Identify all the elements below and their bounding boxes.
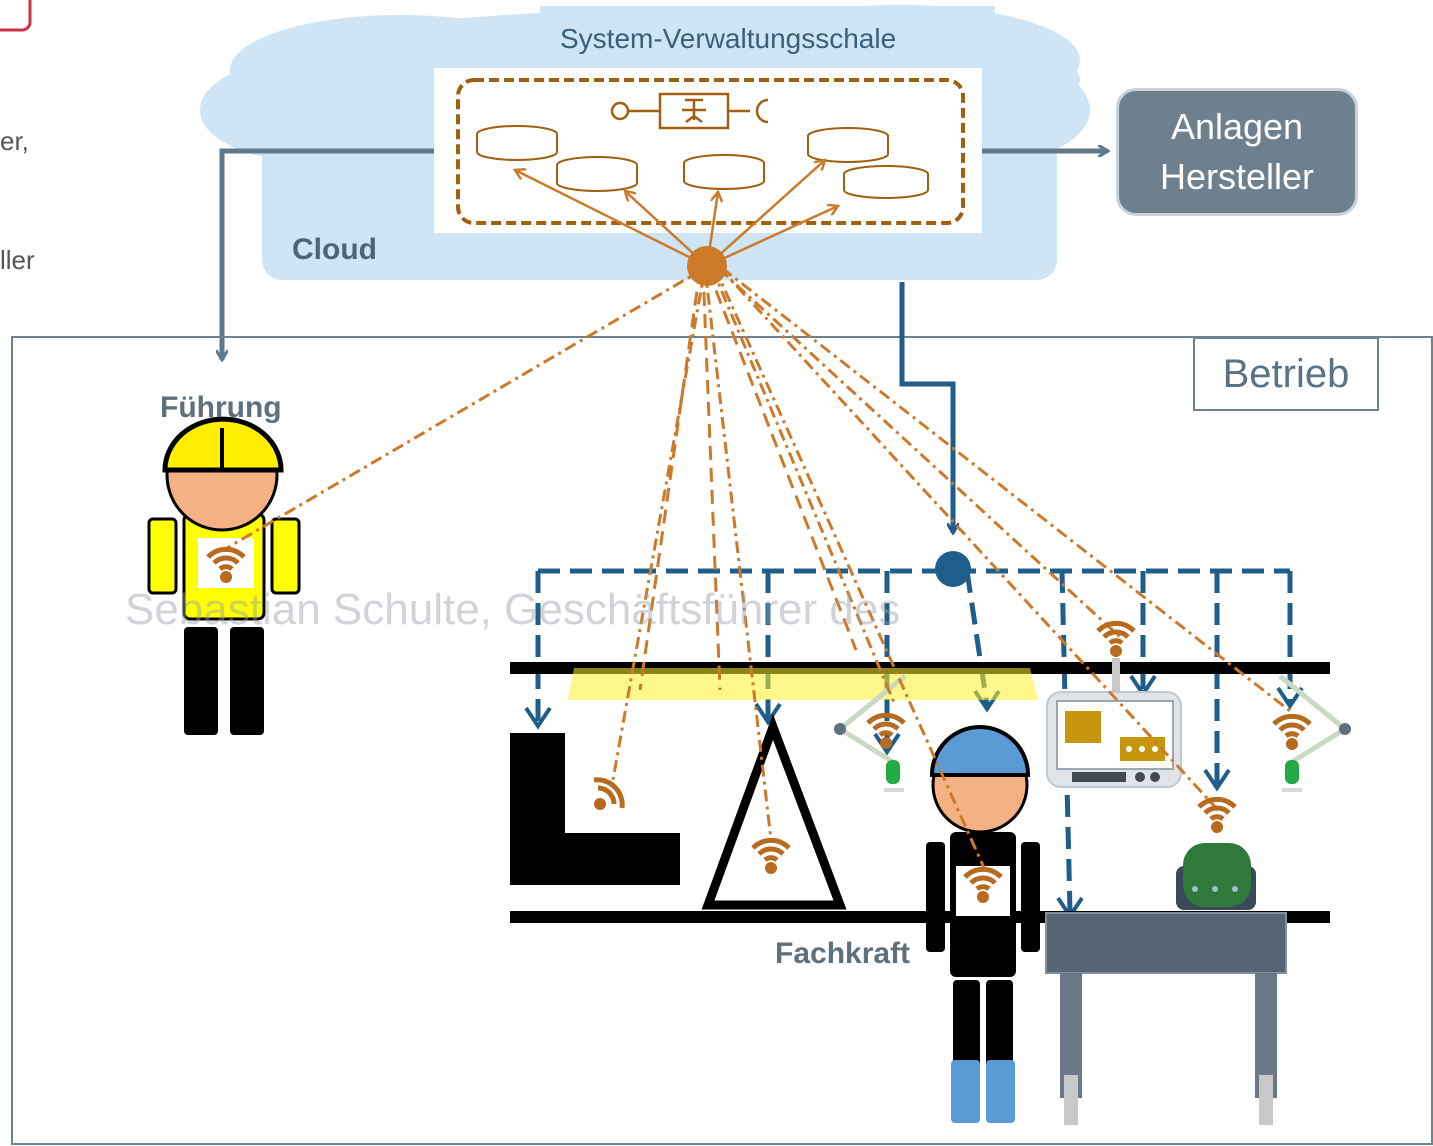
wifi-icon [1098,623,1134,657]
robot-arm-left [834,674,907,792]
admin-shell-title: System-Verwaltungsschale [560,23,897,54]
management-figure [147,416,301,735]
robot-arm-right [1278,674,1351,792]
bus-hub-node [935,551,971,587]
cloud-label: Cloud [292,233,377,266]
worker-figure [926,725,1040,1123]
wifi-icon [1274,716,1310,750]
controller-unit [1046,658,1182,788]
work-table [1045,912,1287,1125]
watermark-text: Sebastian Schulte, Geschäftsführer des [125,585,901,634]
triangle-part [701,714,847,910]
side-text-fragment: er, [0,126,29,156]
side-text-fragment: ller [0,245,35,275]
wifi-icon [1199,799,1235,833]
partial-frame-icon [0,0,32,32]
wifi-icon [753,840,789,874]
database-icon [476,125,929,199]
cloud-to-management-arrow [222,148,434,360]
plant-label: Betrieb [1193,337,1379,411]
manufacturer-label-line1: Anlagen [1170,106,1304,147]
manufacturer-box: Anlagen Hersteller [1116,88,1358,216]
bus-arrowheads [524,674,1304,920]
conveyor-highlight [568,668,1038,700]
cloud-to-bus-link [899,282,953,533]
wifi-icon [594,780,622,810]
worker-label: Fachkraft [775,937,911,970]
manufacturer-label-line2: Hersteller [1159,156,1315,197]
plant-frame [11,336,1433,1145]
cloud-hub-node [687,246,727,286]
component-icon [610,92,769,130]
l-bracket-part [510,733,680,885]
green-device [1176,843,1256,910]
wireless-links [226,266,1291,871]
management-label: Führung [160,391,282,424]
wireless-links-dashed [638,269,858,691]
